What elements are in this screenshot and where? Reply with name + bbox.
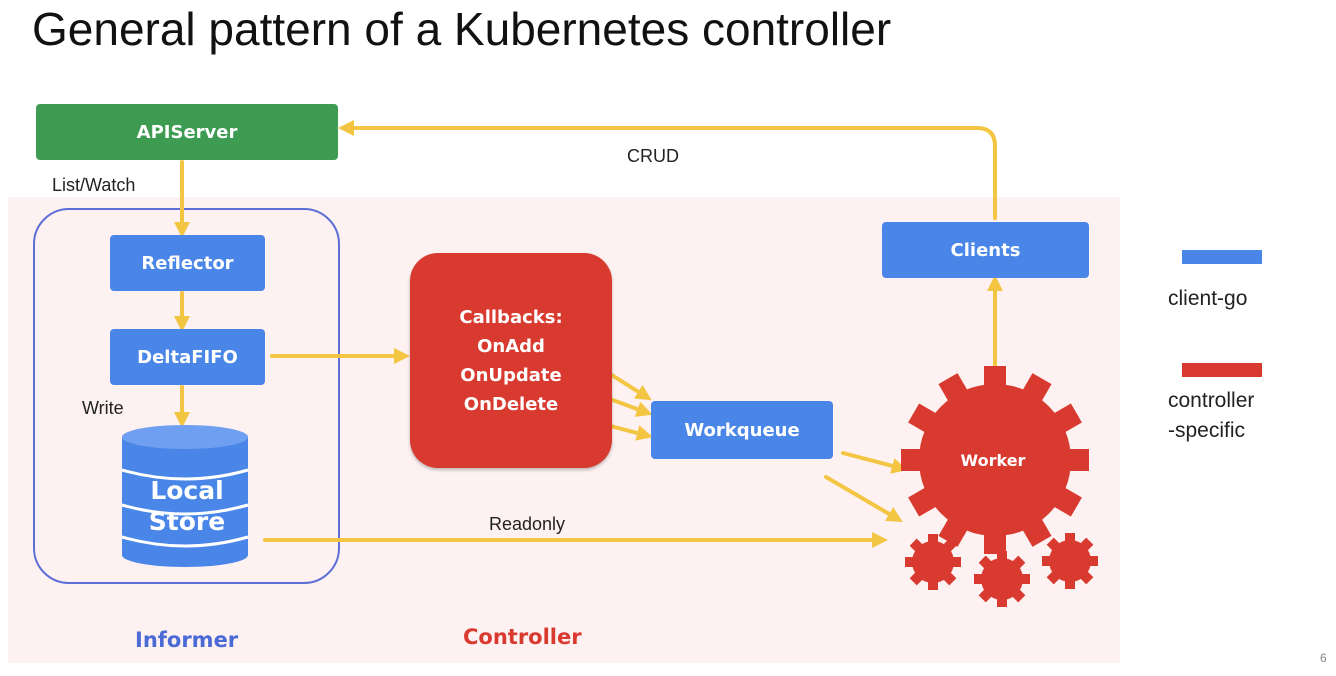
legend-controller-label: controller -specific — [1168, 389, 1255, 442]
local-store-label-line2: Store — [149, 507, 225, 536]
small-gear-icon — [974, 551, 1030, 607]
page-number: 6 — [1320, 651, 1327, 665]
workqueue-to-workers-arrow — [824, 475, 903, 523]
apiserver-node: APIServer — [36, 104, 338, 160]
callback-onadd: OnAdd — [477, 335, 545, 357]
list-watch-label: List/Watch — [52, 175, 136, 195]
callbacks-node: Callbacks: OnAdd OnUpdate OnDelete — [410, 253, 612, 468]
local-store-cylinder — [121, 425, 249, 567]
clients-node: Clients — [882, 222, 1089, 278]
legend-client-go-label: client-go — [1168, 287, 1248, 310]
small-gear-icon — [905, 534, 961, 590]
workqueue-node: Workqueue — [651, 401, 833, 459]
workqueue-to-worker-arrow — [841, 451, 908, 474]
callback-onupdate: OnUpdate — [460, 364, 562, 386]
crud-arrow — [338, 120, 997, 220]
informer-group-box — [33, 208, 340, 584]
page-title: General pattern of a Kubernetes controll… — [32, 3, 892, 55]
deltafifo-node: DeltaFIFO — [110, 329, 265, 385]
controller-label: Controller — [463, 625, 582, 649]
reflector-node: Reflector — [110, 235, 265, 291]
legend-controller-swatch — [1182, 363, 1262, 377]
informer-label: Informer — [135, 628, 239, 652]
write-label: Write — [82, 398, 124, 418]
legend-client-go-swatch — [1182, 250, 1262, 264]
worker-label: Worker — [961, 451, 1026, 470]
worker-gear-icon — [901, 366, 1089, 554]
crud-label: CRUD — [627, 146, 679, 166]
callbacks-title: Callbacks: — [459, 306, 563, 328]
readonly-label: Readonly — [489, 514, 566, 534]
small-gear-icon — [1042, 533, 1098, 589]
local-store-label-line1: Local — [150, 476, 223, 505]
callback-ondelete: OnDelete — [463, 393, 559, 415]
